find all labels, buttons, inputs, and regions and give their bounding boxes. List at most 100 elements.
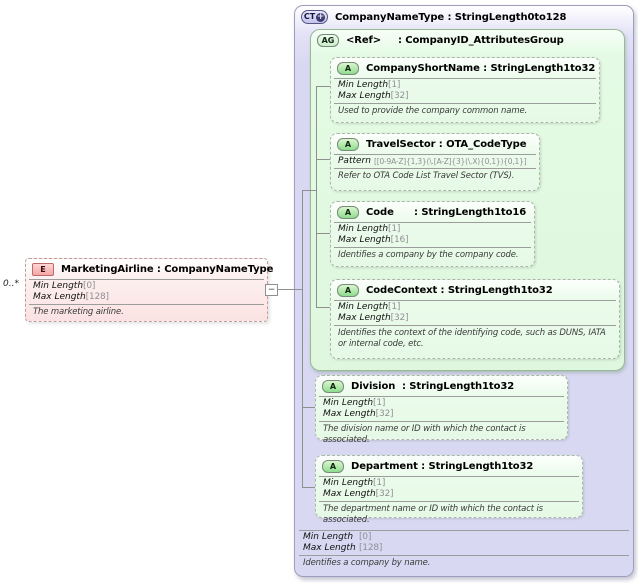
attribute-annotation: Identifies the context of the identifyin… [338,328,606,349]
facet-label: Min Length [338,80,389,90]
facet-value: [16] [390,235,409,245]
divider [299,530,629,531]
divider [299,555,629,556]
attribute-annotation: The division name or ID with which the c… [323,424,526,445]
facet-value: [1] [388,80,401,90]
connector-line [278,289,303,290]
element-annotation: The marketing airline. [33,307,124,317]
divider [334,300,616,301]
divider [319,476,579,477]
facet-value: [1] [373,398,386,408]
attribute-box-code[interactable]: A Code : StringLength1to16 Min Length [1… [330,201,535,267]
attribute-box-travelsector[interactable]: A TravelSector : OTA_CodeType Pattern [[… [330,133,540,191]
facet-label: Max Length [33,292,86,302]
divider [334,103,596,104]
complextype-title: CompanyNameType : StringLength0to128 [335,11,567,23]
facet-value: [32] [375,409,394,419]
facet-row: Pattern [[0-9A-Z]{1,3}(\.[A-Z]{3}(\.X){0… [331,156,539,167]
divider [334,168,536,169]
attribute-annotation: Identifies a company by the company code… [338,250,519,260]
attribute-badge: A [337,206,359,219]
attribute-header: A CodeContext : StringLength1to32 [331,280,619,299]
facet-value: [32] [375,489,394,499]
facet-label: Max Length [323,489,376,499]
facet-label: Max Length [338,235,391,245]
element-header: E MarketingAirline : CompanyNameType [26,259,273,278]
attribute-badge: A [337,62,359,75]
facet-row: Max Length [32] [316,409,567,420]
divider [319,501,579,502]
divider [334,325,616,326]
attributegroup-title: <Ref> : CompanyID_AttributesGroup [346,35,564,46]
collapse-toggle[interactable]: − [265,284,278,296]
attribute-header: A TravelSector : OTA_CodeType [331,134,539,153]
divider [334,78,596,79]
facet-row: Min Length [0] [26,281,267,292]
facet-row: Max Length [32] [331,91,599,102]
connector-line [316,86,317,308]
facet-label: Min Length [33,281,84,291]
complextype-header: CT + CompanyNameType : StringLength0to12… [295,6,633,26]
facet-row: Min Length [1] [331,302,619,313]
attribute-box-codecontext[interactable]: A CodeContext : StringLength1to32 Min Le… [330,279,620,359]
facet-value: [1] [388,302,401,312]
attribute-title: CodeContext : StringLength1to32 [366,285,553,296]
expand-icon[interactable]: + [316,11,326,22]
divider [29,304,264,305]
facet-label: Min Length [323,478,374,488]
facet-value: [[0-9A-Z]{1,3}(\.[A-Z]{3}(\.X){0,1}){0,1… [374,157,527,166]
connector-line [316,159,331,160]
attribute-box-companyshortname[interactable]: A CompanyShortName : StringLength1to32 M… [330,57,600,123]
facet-value: [128] [359,543,383,553]
facet-label: Pattern [338,156,371,166]
attribute-title: Division : StringLength1to32 [351,381,515,392]
facet-label: Max Length [323,409,376,419]
attribute-annotation: The department name or ID with which the… [323,504,543,525]
connector-line [302,190,317,191]
attribute-annotation: Used to provide the company common name. [338,106,528,116]
complextype-footer: Min Length [0] Max Length [128] Identifi… [296,529,632,570]
attribute-box-division[interactable]: A Division : StringLength1to32 Min Lengt… [315,375,568,445]
attribute-title: TravelSector : OTA_CodeType [366,139,527,150]
divider [29,279,264,280]
complextype-annotation: Identifies a company by name. [303,558,431,568]
attribute-badge: A [337,284,359,297]
facet-row: Min Length [1] [331,80,599,91]
attribute-title: Department : StringLength1to32 [351,461,534,472]
attribute-box-department[interactable]: A Department : StringLength1to32 Min Len… [315,455,583,525]
divider [334,247,531,248]
attribute-badge: A [322,460,344,473]
facet-label: Min Length [338,302,389,312]
facet-label: Max Length [338,91,391,101]
facet-row: Min Length [1] [316,398,567,409]
complextype-badge-label: CT [303,12,316,21]
connector-line [316,86,331,87]
facet-row: Max Length [128] [26,292,267,303]
facet-row: Max Length [16] [331,235,534,246]
facet-row: Min Length [1] [331,224,534,235]
attribute-header: A Department : StringLength1to32 [316,456,582,475]
facet-label: Min Length [323,398,374,408]
minus-icon: − [267,284,276,295]
divider [319,421,564,422]
facet-row: Max Length [128] [296,543,632,554]
facet-row: Min Length [1] [316,478,582,489]
attributegroup-header: AG <Ref> : CompanyID_AttributesGroup [311,30,624,49]
attribute-header: A Code : StringLength1to16 [331,202,534,221]
facet-label: Max Length [303,543,356,553]
connector-line [316,233,331,234]
attribute-header: A Division : StringLength1to32 [316,376,567,395]
facet-label: Min Length [303,532,354,542]
divider [334,154,536,155]
facet-value: [0] [359,532,372,542]
connector-line [302,407,316,408]
facet-row: Max Length [32] [331,313,619,324]
connector-line [302,487,316,488]
element-box-marketingairline[interactable]: E MarketingAirline : CompanyNameType Min… [25,258,273,322]
attributegroup-badge: AG [317,34,339,47]
facet-label: Max Length [338,313,391,323]
cardinality-label: 0..* [3,279,19,289]
complextype-badge: CT + [301,10,328,24]
facet-value: [1] [373,478,386,488]
